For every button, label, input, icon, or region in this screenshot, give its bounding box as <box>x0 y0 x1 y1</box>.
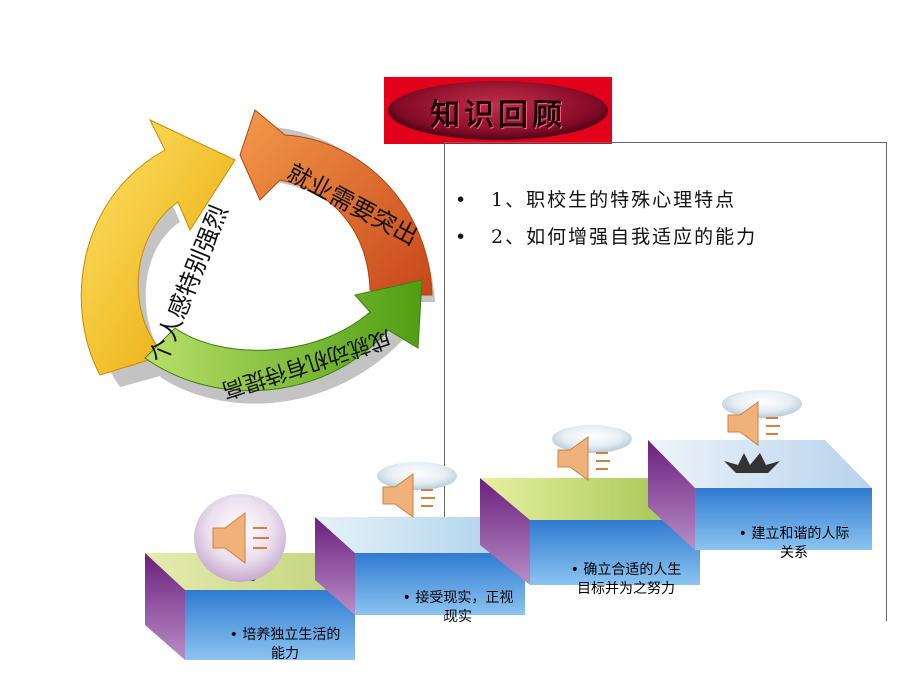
title-ellipse <box>388 81 608 140</box>
speaker-icon <box>377 462 457 518</box>
step-label-line: • 确立合适的人生 <box>570 562 682 578</box>
speaker-icon <box>722 390 802 446</box>
cycle-segment-green <box>144 279 423 392</box>
step-3-front <box>530 520 700 585</box>
step-1-front <box>185 590 355 660</box>
star-icon <box>724 453 780 473</box>
content-frame <box>444 142 887 621</box>
step-2-label: • 接受现实，正视 现实 <box>370 589 546 627</box>
step-label-line: 目标并为之努力 <box>577 581 675 597</box>
cycle-diagram: 个人感特别强烈 就业需要突出 成就动机有待提高 <box>80 109 435 404</box>
step-label-line: • 培养独立生活的 <box>229 627 341 643</box>
step-3-top <box>480 478 700 520</box>
step-4-side <box>648 440 695 550</box>
bullet-dot: • <box>455 226 469 248</box>
step-label-line: 能力 <box>271 646 299 662</box>
step-2-side <box>315 517 355 615</box>
step-3-label: • 确立合适的人生 目标并为之努力 <box>538 561 714 599</box>
step-4-label: • 建立和谐的人际 关系 <box>706 525 882 563</box>
review-item: • 1、职校生的特殊心理特点 <box>455 185 736 212</box>
speaker-icon <box>552 425 632 481</box>
step-1-side <box>145 553 185 660</box>
step-3-side <box>480 478 530 585</box>
step-label-line: 现实 <box>444 609 472 625</box>
speaker-icon <box>194 494 286 582</box>
step-2-top <box>315 517 525 553</box>
step-label-line: 关系 <box>780 545 808 561</box>
step-label-line: • 接受现实，正视 <box>402 590 514 606</box>
review-item-text: 2、如何增强自我适应的能力 <box>491 226 758 248</box>
staircase <box>145 390 872 660</box>
page-title: 知识回顾 <box>430 98 566 133</box>
cycle-segment-orange <box>239 109 433 296</box>
step-label-line: • 建立和谐的人际 <box>738 526 850 542</box>
cycle-segment-yellow <box>80 118 236 376</box>
step-2-front <box>355 553 525 615</box>
review-item-text: 1、职校生的特殊心理特点 <box>491 189 737 211</box>
step-1-label: • 培养独立生活的 能力 <box>197 626 373 664</box>
step-4-front <box>695 488 872 550</box>
bullet-dot: • <box>455 189 469 211</box>
review-item: • 2、如何增强自我适应的能力 <box>455 222 757 249</box>
